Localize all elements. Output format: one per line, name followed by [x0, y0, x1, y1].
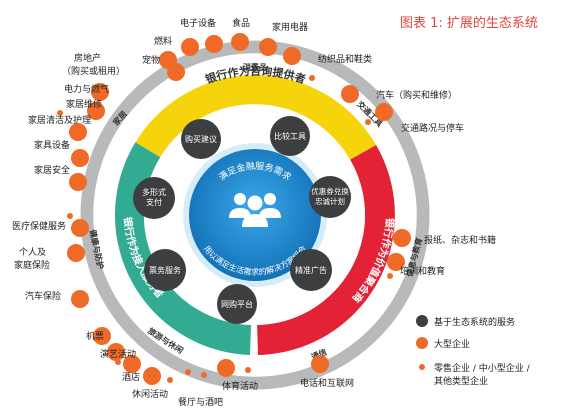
large-company-dot — [71, 149, 89, 167]
small-company-dot — [185, 369, 191, 375]
item-medical: 医疗保健服务 — [12, 220, 66, 232]
large-company-dot — [217, 359, 235, 377]
large-company-dot — [93, 327, 111, 345]
large-company-dot — [375, 103, 393, 121]
large-company-dot — [167, 63, 185, 81]
item-personal-ins: 个人及 — [19, 247, 46, 258]
legend-ecosystem-swatch — [416, 315, 428, 327]
company-dots — [57, 33, 411, 385]
item-sports: 体育活动 — [222, 380, 258, 392]
item-car-ins: 汽车保险 — [25, 290, 61, 302]
large-company-dot — [205, 35, 223, 53]
service-coupon-node — [309, 176, 351, 218]
service-buy-advice: 购买建议 — [185, 134, 217, 144]
item-show: 演艺活动 — [100, 348, 136, 360]
large-company-dot — [91, 83, 109, 101]
large-company-dot — [181, 38, 199, 56]
large-company-dot — [393, 229, 411, 247]
item-textiles: 纺织品和鞋类 — [318, 53, 372, 65]
large-company-dot — [283, 47, 301, 65]
item-press: 报纸、杂志和书籍 — [424, 234, 496, 246]
large-company-dot — [341, 85, 359, 103]
role-ring-teal — [114, 142, 251, 355]
item-flight: 机票 — [86, 330, 104, 342]
large-company-dot — [143, 367, 161, 385]
legend-large-swatch — [416, 337, 428, 349]
small-company-dot — [245, 367, 251, 373]
item-furniture: 家具设备 — [34, 139, 70, 151]
large-company-dot — [71, 290, 89, 308]
item-realestate-sub: （购买或租用） — [62, 65, 125, 77]
service-online-node — [217, 284, 257, 324]
item-appliances: 家用电器 — [272, 21, 308, 33]
service-ticket-node — [144, 249, 186, 291]
item-personal-ins-2: 家庭保险 — [14, 259, 50, 271]
large-company-dot — [231, 33, 249, 51]
service-pay: 多形式支付 — [142, 187, 166, 207]
legend: 基于生态系统的服务 大型企业 零售企业 / 中小型企业 / 其他类型企业 — [416, 315, 531, 387]
item-realestate: 房地产 — [74, 52, 101, 64]
large-company-dot — [71, 219, 89, 237]
large-company-dot — [259, 38, 277, 56]
item-pets: 宠物 — [142, 54, 160, 66]
large-company-dot — [123, 355, 141, 373]
legend-small-1: 零售企业 / 中小型企业 / — [434, 362, 531, 374]
service-online: 网购平台 — [221, 299, 253, 309]
diagram-title: 图表 1: 扩展的生态系统 — [400, 15, 538, 31]
item-food: 食品 — [232, 17, 250, 29]
large-company-dot — [387, 253, 405, 271]
item-phone: 电话和互联网 — [300, 377, 354, 389]
large-company-dot — [107, 343, 125, 361]
small-company-dot — [387, 273, 393, 279]
small-company-dot — [67, 213, 73, 219]
segment-consumer: 消费品 — [243, 62, 267, 72]
small-company-dot — [57, 110, 63, 116]
service-buy-advice-node — [181, 119, 221, 159]
service-ticket: 票务服务 — [149, 265, 181, 275]
item-security: 家居安全 — [34, 164, 70, 176]
service-compare: 比较工具 — [274, 131, 306, 141]
service-pay-node — [133, 177, 175, 219]
item-power: 电力与燃气 — [64, 83, 109, 95]
role-ring-yellow — [135, 75, 377, 160]
ecosystem-services: 购买建议 比较工具 优惠券兑换忠诚计划 精准广告 网购平台 票务服务 多形式支付 — [133, 116, 351, 324]
item-cleaning: 家居清洁及护理 — [28, 114, 91, 126]
legend-ecosystem: 基于生态系统的服务 — [434, 316, 515, 328]
item-repair: 家居维修 — [66, 98, 102, 110]
small-company-dot — [309, 75, 315, 81]
large-company-dot — [69, 123, 87, 141]
outer-ring-inner-border — [93, 53, 417, 377]
service-coupon: 优惠券兑换忠诚计划 — [311, 186, 349, 206]
people-icon — [229, 193, 281, 227]
item-leisure: 休闲活动 — [132, 388, 168, 400]
item-electronics: 电子设备 — [180, 17, 216, 29]
item-traffic: 交通路况与停车 — [401, 122, 464, 134]
small-company-dot — [365, 119, 371, 125]
large-company-dot — [311, 355, 329, 373]
role-ring-red — [257, 145, 395, 355]
item-training: 培训和教育 — [400, 265, 445, 277]
service-ads-node — [290, 249, 332, 291]
small-company-dot — [115, 359, 121, 365]
item-car: 汽车（购买和维修） — [376, 89, 457, 101]
large-company-dot — [69, 173, 87, 191]
small-company-dot — [167, 377, 173, 383]
large-company-dot — [87, 102, 105, 120]
small-company-dot — [201, 372, 207, 378]
legend-small-2: 其他类型企业 — [434, 375, 488, 387]
large-company-dot — [67, 244, 85, 262]
legend-small-swatch — [419, 364, 425, 370]
item-fuel: 燃料 — [154, 35, 172, 47]
service-ads: 精准广告 — [295, 265, 327, 275]
item-dining: 餐厅与酒吧 — [178, 396, 223, 408]
item-hotel: 酒店 — [122, 371, 140, 383]
item-labels: 电子设备 食品 家用电器 燃料 宠物 纺织品和鞋类 汽车（购买和维修） 交通路况… — [12, 17, 496, 408]
service-compare-node — [270, 116, 310, 156]
outer-ring — [80, 40, 430, 390]
legend-large: 大型企业 — [434, 338, 470, 350]
